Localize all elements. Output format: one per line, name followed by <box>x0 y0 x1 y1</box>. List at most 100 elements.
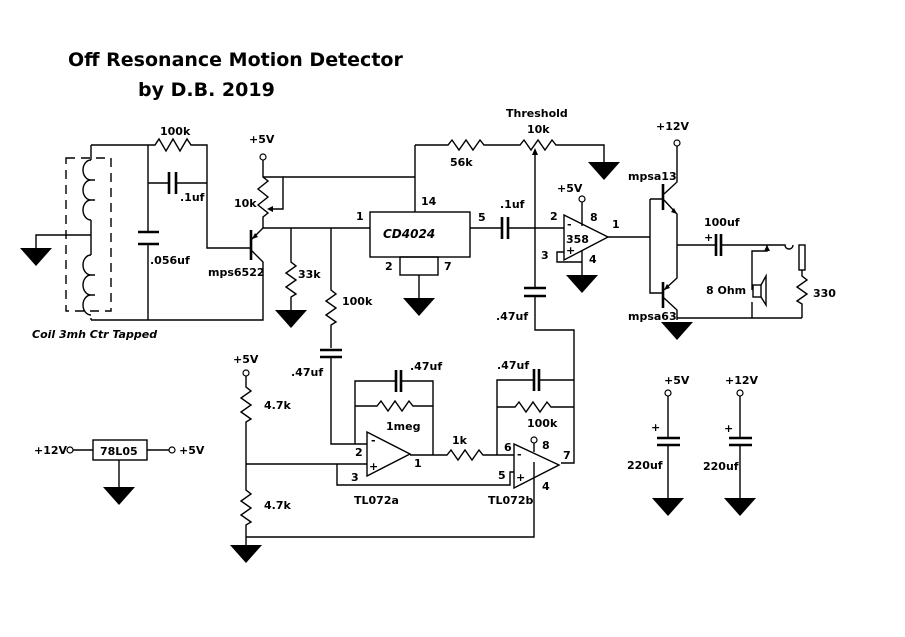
op358-pin1: 1 <box>612 218 620 231</box>
coupling-res-label: 100k <box>342 295 373 308</box>
tl072a-minus: - <box>371 434 376 447</box>
speaker-wire <box>751 245 768 318</box>
transistor-emitter-arrow-icon <box>252 233 258 239</box>
tl072b-pin4: 4 <box>542 480 550 493</box>
ground-icon <box>103 487 135 505</box>
npn-collector-wire <box>663 146 678 195</box>
tl072a-pin1: 1 <box>414 457 422 470</box>
jack-contact-icon <box>764 245 770 251</box>
op358-supply-label: +5V <box>557 182 583 195</box>
tl072b-fb-capacitor-icon <box>532 369 541 391</box>
filter-input-cap-label: .47uf <box>291 366 323 379</box>
pnp-arrow-icon <box>664 284 670 290</box>
npn-label: mpsa13 <box>628 170 677 183</box>
feedback-wire <box>534 296 575 464</box>
tl072a-plus: + <box>369 460 378 473</box>
op358-noninv-wire <box>556 250 583 275</box>
tank-cap-label: .056uf <box>150 254 190 267</box>
pnp-label: mpsa63 <box>628 310 677 323</box>
feedback-capacitor-47-icon <box>524 286 546 298</box>
tl072a-noninv-wire <box>336 463 514 486</box>
bypass-12v-plus: + <box>724 422 733 435</box>
tl072b-feedback-network <box>496 379 574 455</box>
filter-supply-label: +5V <box>233 353 259 366</box>
op358-label: 358 <box>566 233 589 246</box>
ground-icon <box>275 310 307 328</box>
op358-pin2: 2 <box>550 210 558 223</box>
divider-section: CD4024 1 14 2 7 5 .1uf <box>356 145 564 316</box>
regulator-label: 78L05 <box>100 445 138 458</box>
comparator-section: 56k Threshold 10k .47uf 358 - + +5V 2 3 … <box>415 107 650 464</box>
regulator-section: +12V 78L05 +5V <box>34 439 205 505</box>
op358-pin3: 3 <box>541 249 549 262</box>
resistor-1k-label: 1k <box>452 434 468 447</box>
ground-icon <box>20 248 52 266</box>
supply-terminal <box>664 389 672 397</box>
pin-1-label: 1 <box>356 210 364 223</box>
speaker-label: 8 Ohm <box>706 284 746 297</box>
cd4024-label: CD4024 <box>383 227 435 241</box>
tl072b-pin5: 5 <box>498 469 506 482</box>
tl072b-label: TL072b <box>488 494 533 507</box>
pot-10k-icon <box>256 160 270 228</box>
regulator-chip <box>92 439 148 461</box>
supply-terminal <box>66 446 74 454</box>
tl072a-pin3: 3 <box>351 471 359 484</box>
pnp-collector-wire <box>663 297 678 320</box>
bypass-section: +5V + 220uf +12V + 220uf <box>627 374 759 516</box>
ground-icon <box>230 545 262 563</box>
bypass-5v-cap-label: 220uf <box>627 459 663 472</box>
tl072a-fb-capacitor-icon <box>394 370 403 392</box>
speaker-icon <box>752 284 762 298</box>
speaker-cone-icon <box>760 273 767 308</box>
npn-emitter-wire <box>663 199 678 291</box>
supply-terminal <box>530 436 538 444</box>
output-capacitor-icon <box>714 234 723 256</box>
tl072b-fb-res-label: 100k <box>527 417 558 430</box>
pin-5-label: 5 <box>478 211 486 224</box>
tl072a-fb-res-label: 1meg <box>386 420 420 433</box>
title-line2: by D.B. 2019 <box>138 79 275 101</box>
bias-divider-icon <box>239 376 253 545</box>
pot-wiper-wire <box>263 176 284 210</box>
tl072a-label: TL072a <box>354 494 399 507</box>
pin-14-label: 14 <box>421 195 437 208</box>
op358-symbol <box>563 213 610 262</box>
bypass-5v-plus: + <box>651 421 660 434</box>
output-section: +12V mpsa13 mpsa63 100uf + 8 Ohm 330 <box>628 120 836 323</box>
coil-icon <box>82 159 95 316</box>
filter-input-capacitor-icon <box>320 348 342 359</box>
feedback-resistor-icon <box>148 137 250 249</box>
input-capacitor-icon <box>500 217 510 239</box>
pin-2-label: 2 <box>385 260 393 273</box>
threshold-label: Threshold <box>506 107 568 120</box>
tl072b-pin6: 6 <box>504 441 512 454</box>
regulator-input-label: +12V <box>34 444 68 457</box>
tl072a-fb-cap-label: .47uf <box>410 360 442 373</box>
bias-res-bottom-label: 4.7k <box>264 499 291 512</box>
supply-terminal <box>168 446 176 454</box>
tl072b-fb-cap-label: .47uf <box>497 359 529 372</box>
threshold-pot-label: 10k <box>527 123 550 136</box>
transistor-label: mps6522 <box>208 266 265 279</box>
tl072a-pin2: 2 <box>355 446 363 459</box>
title-line1: Off Resonance Motion Detector <box>68 49 403 71</box>
supply-terminal <box>242 369 250 377</box>
jack-icon <box>767 244 794 250</box>
bypass-5v-supply-label: +5V <box>664 374 690 387</box>
pin-7-label: 7 <box>444 260 452 273</box>
bypass-12v-supply-label: +12V <box>725 374 759 387</box>
emitter-res-label: 33k <box>298 268 321 281</box>
supply-terminal <box>259 153 267 161</box>
coil-tap-wire <box>35 234 91 248</box>
coil-label: Coil 3mh Ctr Tapped <box>32 328 157 341</box>
coupling-resistor-100k-icon <box>324 228 338 348</box>
bypass-12v: +12V + 220uf <box>703 374 759 516</box>
supply-terminal <box>673 139 681 147</box>
supply-terminal <box>578 195 586 203</box>
op358-plus: + <box>566 244 575 257</box>
feedback-cap-label: .1uf <box>180 191 205 204</box>
ground-icon <box>588 162 620 180</box>
bypass-5v: +5V + 220uf <box>627 374 690 516</box>
